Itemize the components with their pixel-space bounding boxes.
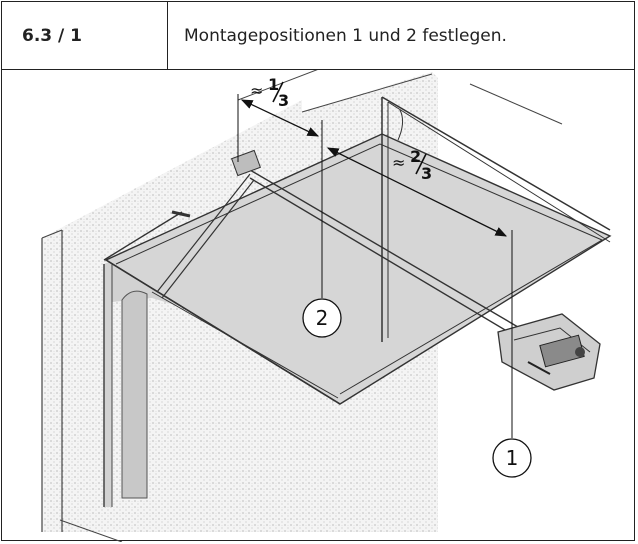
instruction-text: Montagepositionen 1 und 2 festlegen. (184, 25, 507, 46)
operator-motor-unit (497, 313, 601, 391)
dimension-one-third-label: ≈ 1 3 (250, 75, 289, 110)
dimension-two-thirds-label: ≈ 2 3 (392, 147, 432, 183)
instruction-cell: Montagepositionen 1 und 2 festlegen. (168, 2, 634, 69)
two-thirds-denominator: 3 (421, 164, 432, 183)
two-thirds-numerator: 2 (410, 147, 421, 166)
callout-2: 2 (302, 298, 342, 338)
approx-symbol-1: ≈ (250, 81, 263, 100)
callout-2-label: 2 (316, 306, 329, 330)
approx-symbol-2: ≈ (392, 153, 405, 172)
dimension-guides (237, 94, 513, 438)
callout-1: 1 (492, 438, 532, 478)
wall-bracket (231, 149, 261, 177)
one-third-numerator: 1 (268, 75, 279, 94)
one-third-denominator: 3 (278, 91, 289, 110)
step-number: 6.3 / 1 (22, 25, 82, 46)
garage-door-illustration: ≈ 1 3 ≈ 2 3 2 1 (41, 70, 612, 542)
operator-guide-rail (156, 149, 548, 353)
ceiling-lines (59, 70, 563, 542)
callout-1-label: 1 (506, 446, 519, 470)
step-header: 6.3 / 1 Montagepositionen 1 und 2 festle… (2, 2, 634, 70)
step-number-cell: 6.3 / 1 (2, 2, 168, 69)
